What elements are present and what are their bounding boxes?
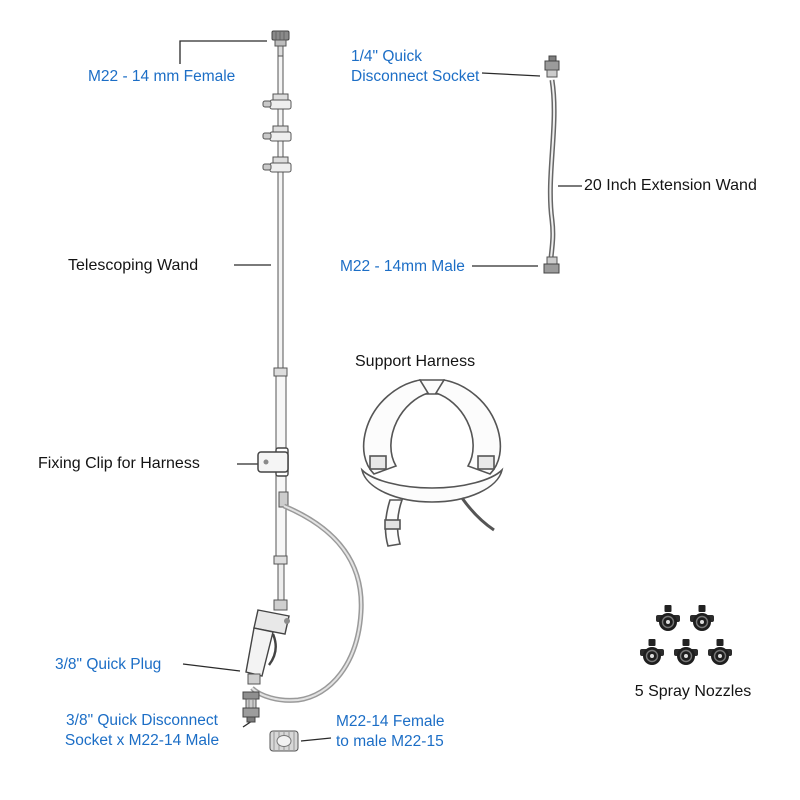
label-support-harness: Support Harness: [355, 353, 476, 370]
wand-joint: [273, 367, 288, 377]
qd-socket-fitting-icon: [242, 691, 260, 723]
label-m22-adapter: M22-14 Female to male M22-15: [336, 712, 445, 752]
collar-clamp-icon: [262, 93, 292, 110]
nozzle-icon: [640, 639, 664, 665]
label-quarter-qd-socket-line1: 1/4" Quick: [351, 48, 422, 65]
nozzle-icon: [656, 605, 680, 631]
m22-male-connector-icon: [543, 256, 560, 274]
collar-clamp-icon: [262, 156, 292, 173]
label-m22-female: M22 - 14 mm Female: [88, 68, 236, 85]
wand-grip-tube: [277, 563, 285, 603]
label-m22-adapter-line2: to male M22-15: [336, 732, 444, 750]
nozzle-icon: [708, 639, 732, 665]
label-qd-socket-m22-line1: 3/8" Quick Disconnect: [66, 712, 218, 729]
support-harness-drawing: [360, 379, 504, 547]
fixing-clip-icon: [257, 447, 289, 477]
nozzle-icon: [690, 605, 714, 631]
label-m22-male: M22 - 14mm Male: [340, 258, 465, 275]
nozzle-icon: [674, 639, 698, 665]
label-quick-plug: 3/8" Quick Plug: [55, 656, 162, 673]
leader-lines: [179, 40, 582, 742]
wand-lower-joint: [273, 555, 288, 565]
m22-adapter-fitting-icon: [269, 730, 299, 752]
label-spray-nozzles: 5 Spray Nozzles: [634, 683, 752, 700]
telescoping-wand-drawing: [262, 30, 292, 603]
label-qd-socket-m22-line2: Socket x M22-14 Male: [64, 731, 220, 749]
label-quarter-qd-socket: 1/4" Quick Disconnect Socket: [351, 47, 479, 87]
spray-gun-icon: [245, 599, 290, 685]
extension-wand-drawing: [543, 55, 560, 274]
label-m22-adapter-line1: M22-14 Female: [336, 713, 445, 730]
hose-drawing: [250, 491, 364, 703]
label-fixing-clip: Fixing Clip for Harness: [38, 455, 200, 472]
collar-clamp-icon: [262, 125, 292, 142]
spray-nozzles-drawing: [640, 605, 732, 665]
quarter-qd-socket-icon: [544, 55, 560, 78]
m22-female-connector-icon: [271, 30, 290, 57]
label-telescoping-wand: Telescoping Wand: [68, 257, 199, 274]
label-qd-socket-m22: 3/8" Quick Disconnect Socket x M22-14 Ma…: [42, 711, 242, 751]
label-quarter-qd-socket-line2: Disconnect Socket: [351, 67, 480, 85]
label-extension-wand: 20 Inch Extension Wand: [584, 177, 757, 194]
